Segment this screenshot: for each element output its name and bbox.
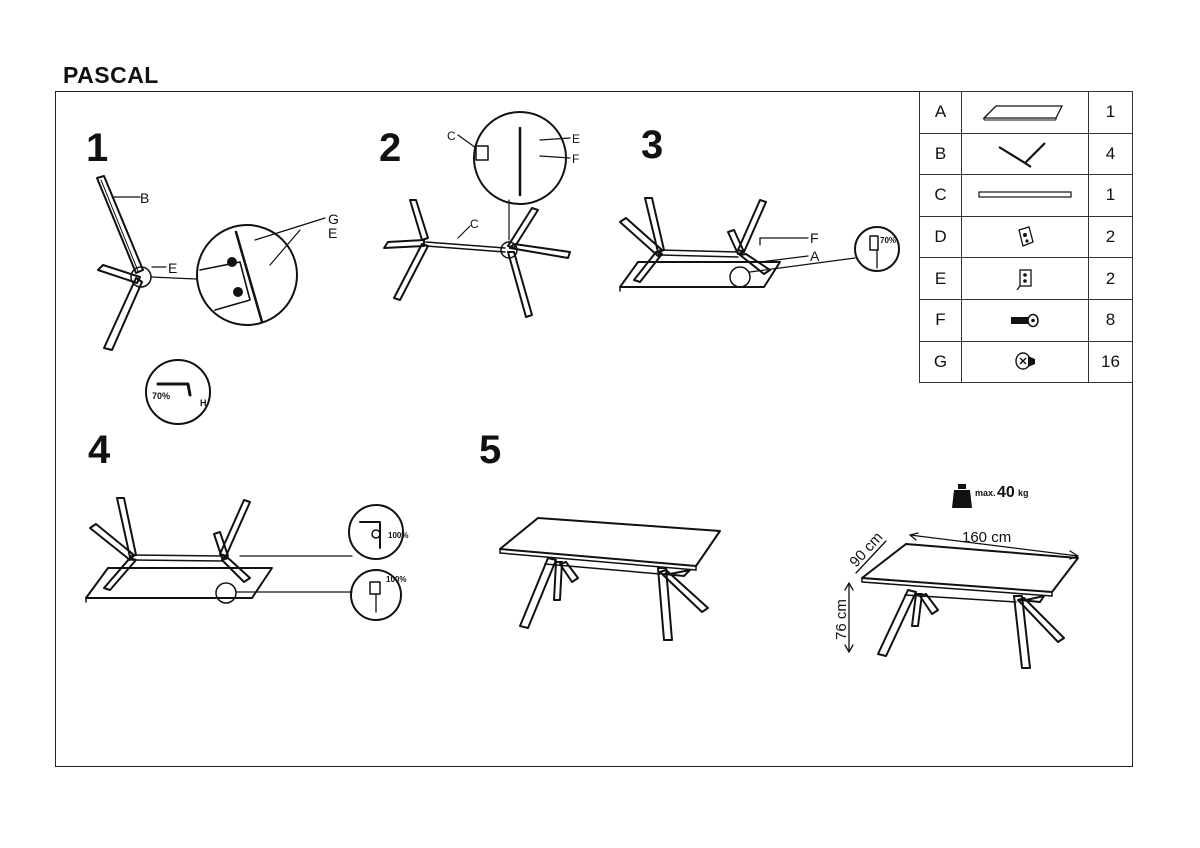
instruction-frame [55,91,1133,767]
torque-70-label: 70% [152,391,170,401]
bracket-e-icon [961,257,1089,300]
max-load-unit: kg [1018,488,1029,498]
label-e: E [168,260,177,276]
step-3-illustration [619,197,900,292]
document-title: PASCAL [63,62,159,88]
step-4-number: 4 [88,428,111,472]
max-load-value: 40 [997,484,1015,501]
part-qty: 1 [1088,91,1133,134]
part-letter: G [919,340,962,384]
label-e: E [572,132,580,146]
weight-icon [952,484,972,508]
step-5-illustration [499,517,721,641]
label-b: B [140,190,149,206]
label-h: H [200,398,207,408]
step-4-illustration [85,497,404,621]
parts-list: A 1 B 4 C 1 D 2 E 2 F 8 G 16 [919,91,1133,384]
step-2-number: 2 [379,126,402,170]
torque-70-label: 70% [880,236,896,245]
label-a: A [810,248,820,264]
dimension-drawing [844,532,1079,669]
screw-icon [961,340,1089,384]
label-f: F [810,230,819,246]
bracket-d-icon [961,215,1089,259]
crossbar-icon [961,174,1089,217]
label-g: G [328,211,339,227]
label-e2: E [328,225,337,241]
part-row-e: E 2 [919,257,1133,300]
length-dimension: 160 cm [962,529,1011,546]
step-3-number: 3 [641,123,664,167]
part-row-g: G 16 [919,340,1133,384]
torque-100-label: 100% [386,575,406,584]
step-2-illustration [383,111,571,318]
step-5-number: 5 [479,428,502,472]
max-load-prefix: max. [975,488,996,498]
part-qty: 16 [1088,340,1133,384]
part-qty: 2 [1088,257,1133,300]
part-qty: 1 [1088,174,1133,217]
part-qty: 2 [1088,215,1133,259]
label-f: F [572,152,579,166]
step-1-illustration [96,175,326,425]
part-letter: D [919,215,962,259]
part-letter: B [919,132,962,176]
step-1-number: 1 [86,126,109,170]
part-row-b: B 4 [919,132,1133,176]
part-letter: F [919,298,962,342]
label-c2: C [470,217,479,231]
part-qty: 4 [1088,132,1133,176]
part-row-d: D 2 [919,215,1133,259]
height-dimension: 76 cm [833,599,850,640]
label-c: C [447,129,456,143]
part-letter: E [919,257,962,300]
torque-100-label: 100% [388,531,408,540]
part-row-f: F 8 [919,298,1133,342]
leg-frame-icon [961,132,1089,176]
